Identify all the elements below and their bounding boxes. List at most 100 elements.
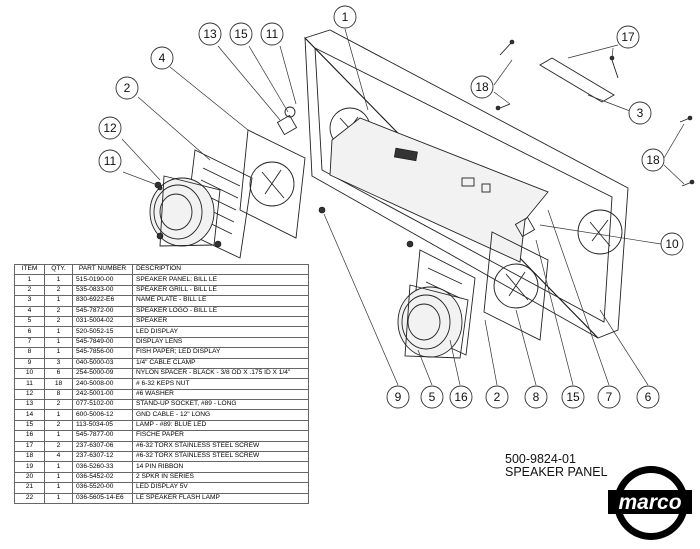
- item-cell: 10: [14, 367, 45, 380]
- qty-cell: 2: [44, 284, 73, 297]
- table-header-row: ITEM QTY. PART NUMBER DESCRIPTION: [14, 263, 309, 276]
- qty-cell: 1: [44, 409, 73, 421]
- qty-cell: 1: [44, 295, 73, 307]
- description-cell: STAND-UP SOCKET, #89 - LONG: [132, 399, 309, 411]
- callout-8: 8: [524, 385, 548, 409]
- description-cell: LED DISPLAY 5V: [132, 482, 309, 494]
- part-number-cell: 077-5102-00: [72, 399, 133, 411]
- description-cell: #6-32 TORX STAINLESS STEEL SCREW: [132, 440, 309, 453]
- callout-2: 2: [485, 385, 509, 409]
- callout-3: 3: [628, 101, 652, 125]
- part-number-cell: 036-5605-14-E6: [72, 492, 133, 505]
- part-number-cell: 545-7856-00: [72, 347, 133, 359]
- part-number-cell: 545-7849-00: [72, 336, 133, 349]
- svg-text:3: 3: [637, 106, 644, 120]
- description-cell: DISPLAY LENS: [132, 336, 309, 349]
- qty-cell: 2: [44, 419, 73, 432]
- item-cell: 19: [14, 461, 45, 473]
- description-cell: SPEAKER: [132, 315, 309, 328]
- qty-cell: 1: [44, 482, 73, 494]
- name-plate: [539, 57, 615, 103]
- screws: [157, 39, 695, 248]
- item-cell: 17: [14, 440, 45, 453]
- svg-text:7: 7: [606, 390, 613, 404]
- callout-11: 11: [98, 149, 122, 173]
- led-display: [329, 117, 549, 263]
- description-cell: 1/4" CABLE CLAMP: [132, 357, 309, 369]
- item-cell: 12: [14, 388, 45, 401]
- qty-cell: 2: [44, 440, 73, 453]
- part-number-cell: 036-5452-02: [72, 471, 133, 484]
- svg-text:11: 11: [266, 27, 279, 41]
- qty-cell: 1: [44, 430, 73, 442]
- svg-text:18: 18: [475, 80, 489, 94]
- qty-cell: 1: [44, 461, 73, 473]
- column-header-description: DESCRIPTION: [132, 263, 309, 276]
- svg-text:4: 4: [159, 51, 166, 65]
- svg-text:11: 11: [104, 154, 117, 168]
- svg-text:marco: marco: [618, 491, 681, 514]
- callout-18: 18: [470, 75, 494, 99]
- callout-15: 15: [229, 22, 253, 46]
- qty-cell: 4: [44, 451, 73, 463]
- item-cell: 1: [14, 274, 45, 286]
- part-number-cell: 545-7877-00: [72, 430, 133, 442]
- item-cell: 22: [14, 492, 45, 505]
- part-number-cell: 040-5000-03: [72, 357, 133, 369]
- item-cell: 21: [14, 482, 45, 494]
- svg-text:2: 2: [494, 390, 501, 404]
- svg-text:6: 6: [645, 390, 652, 404]
- right-speaker-assembly: [397, 216, 549, 359]
- assembly-name: SPEAKER PANEL: [505, 465, 608, 479]
- callout-5: 5: [420, 385, 444, 409]
- callout-17: 17: [616, 25, 640, 49]
- item-cell: 9: [14, 357, 45, 369]
- description-cell: # 6-32 KEPS NUT: [132, 378, 309, 390]
- item-cell: 2: [14, 284, 45, 297]
- column-header-qty: QTY.: [44, 263, 73, 276]
- callout-16: 16: [449, 385, 473, 409]
- qty-cell: 6: [44, 367, 73, 380]
- column-header-item: ITEM: [14, 263, 45, 276]
- callout-15: 15: [561, 385, 585, 409]
- item-cell: 14: [14, 409, 45, 421]
- qty-cell: 8: [44, 388, 73, 401]
- description-cell: SPEAKER LOGO - BILL LE: [132, 305, 309, 317]
- item-cell: 4: [14, 305, 45, 317]
- item-cell: 5: [14, 315, 45, 328]
- qty-cell: 1: [44, 347, 73, 359]
- qty-cell: 2: [44, 399, 73, 411]
- left-speaker-assembly: [149, 106, 306, 259]
- description-cell: #6 WASHER: [132, 388, 309, 401]
- qty-cell: 1: [44, 492, 73, 505]
- part-number-cell: 031-5004-02: [72, 315, 133, 328]
- svg-text:8: 8: [533, 390, 540, 404]
- description-cell: GND CABLE - 12" LONG: [132, 409, 309, 421]
- description-cell: LED DISPLAY: [132, 326, 309, 338]
- item-cell: 16: [14, 430, 45, 442]
- svg-text:17: 17: [621, 30, 635, 44]
- svg-text:16: 16: [454, 390, 468, 404]
- callout-6: 6: [636, 385, 660, 409]
- item-cell: 20: [14, 471, 45, 484]
- svg-text:2: 2: [124, 81, 131, 95]
- qty-cell: 2: [44, 305, 73, 317]
- part-number-cell: 535-0833-00: [72, 284, 133, 297]
- part-number-cell: 830-6922-E6: [72, 295, 133, 307]
- svg-text:12: 12: [103, 121, 117, 135]
- qty-cell: 1: [44, 274, 73, 286]
- part-number-cell: 254-5000-09: [72, 367, 133, 380]
- svg-text:9: 9: [395, 390, 402, 404]
